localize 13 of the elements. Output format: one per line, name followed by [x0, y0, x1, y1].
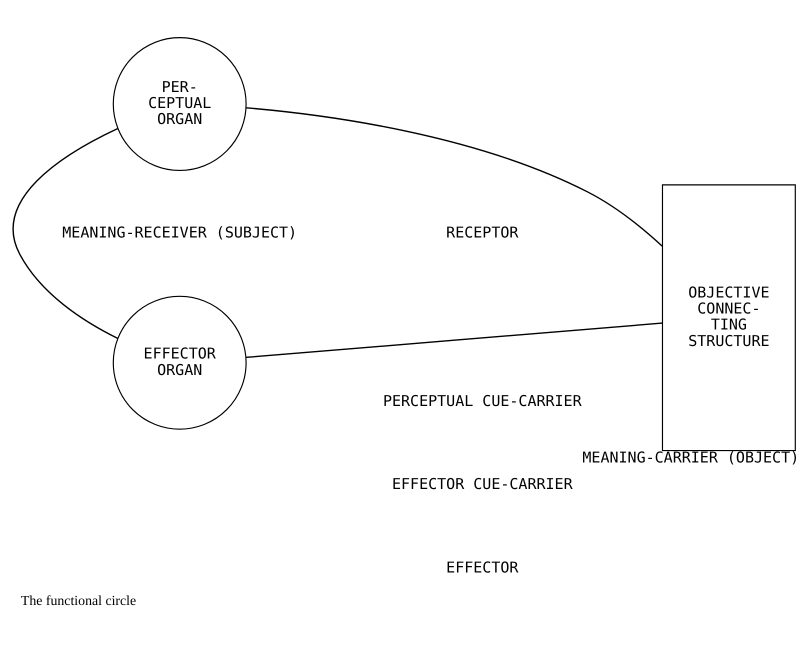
label: PERCEPTUAL CUE-CARRIER — [382, 391, 582, 410]
label: EFFECTOR — [446, 558, 518, 576]
node-circle: PER- CEPTUAL ORGAN — [112, 36, 247, 171]
node-box: OBJECTIVE CONNEC- TING STRUCTURE — [662, 184, 796, 451]
connector — [12, 127, 118, 338]
node-circle: EFFECTOR ORGAN — [112, 295, 247, 430]
caption: The functional circle — [20, 592, 136, 608]
connector — [246, 106, 663, 246]
connector — [246, 322, 662, 358]
label: MEANING-RECEIVER (SUBJECT) — [62, 222, 298, 241]
label: EFFECTOR CUE-CARRIER — [392, 474, 573, 493]
node-label: MEANING-CARRIER (OBJECT) — [582, 448, 800, 466]
label: RECEPTOR — [446, 222, 518, 241]
